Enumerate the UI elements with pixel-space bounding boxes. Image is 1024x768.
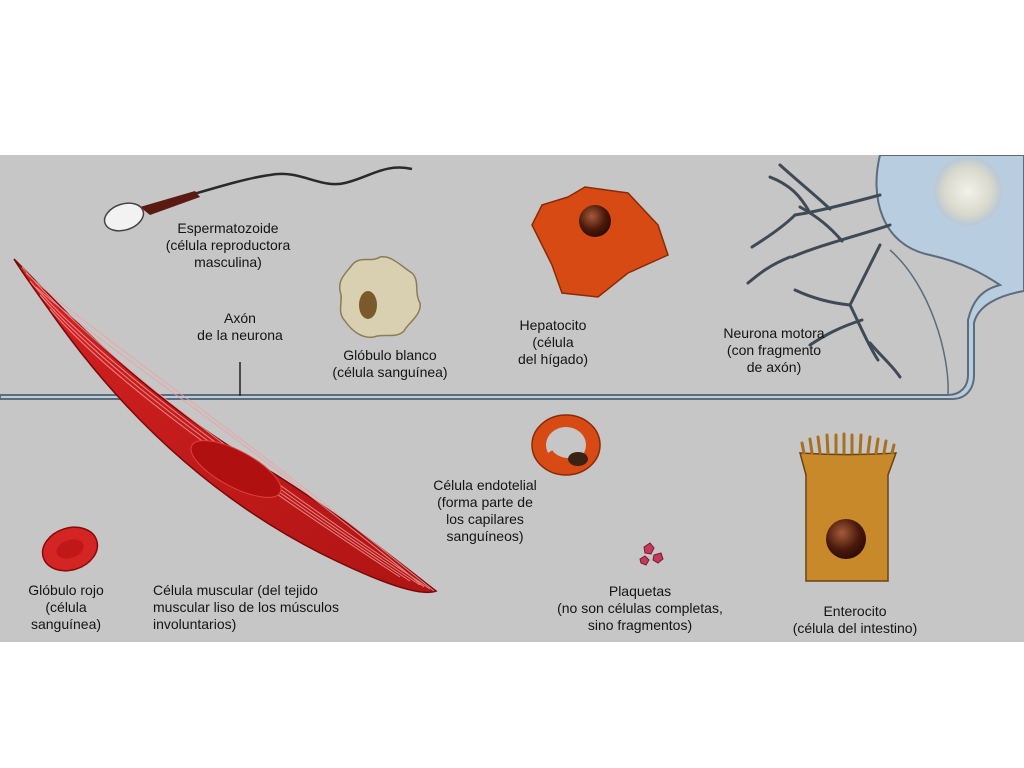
platelets	[639, 542, 664, 566]
muscle-cell-label: Célula muscular (del tejido muscular lis…	[153, 582, 339, 632]
sperm-label: Espermatozoide (célula reproductora masc…	[165, 220, 291, 270]
endothelial-cell	[531, 414, 601, 476]
white-blood-cell-label: Glóbulo blanco (célula sanguínea)	[332, 347, 448, 380]
sperm-cell	[103, 166, 413, 232]
motor-neuron	[0, 155, 1024, 400]
platelets-label: Plaquetas (no son células completas, sin…	[557, 583, 723, 633]
motor-neuron-label: Neurona motora (con fragmento de axón)	[723, 325, 825, 375]
red-blood-cell-label: Glóbulo rojo (célula sanguínea)	[28, 582, 104, 632]
axon-label: Axón de la neurona	[197, 310, 283, 343]
hepatocyte-cell	[531, 186, 669, 298]
red-blood-cell	[41, 526, 99, 572]
muscle-cell	[13, 258, 438, 594]
diagram-panel: Espermatozoide (célula reproductora masc…	[0, 155, 1024, 642]
hepatocyte-label: Hepatocito (célula del hígado)	[517, 317, 589, 367]
endothelial-cell-label: Célula endotelial (forma parte de los ca…	[433, 477, 537, 544]
enterocyte-cell	[798, 432, 898, 582]
white-blood-cell	[338, 256, 421, 339]
cell-types-illustration	[0, 155, 1024, 594]
enterocyte-label: Enterocito (célula del intestino)	[792, 603, 918, 636]
